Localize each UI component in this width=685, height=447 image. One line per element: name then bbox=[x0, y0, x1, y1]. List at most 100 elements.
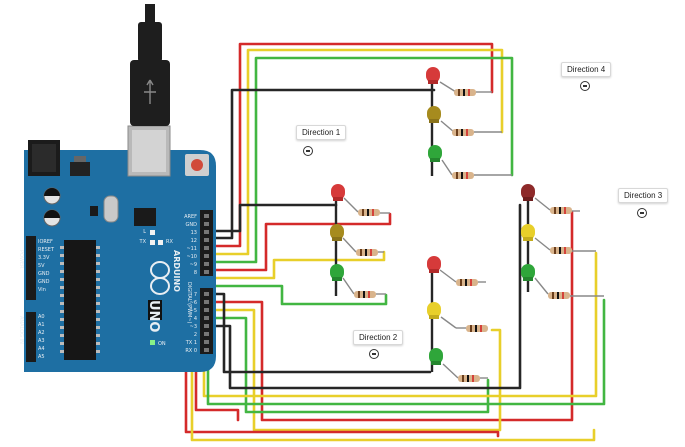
traffic-light-direction-2[interactable] bbox=[427, 256, 488, 382]
led-yellow[interactable] bbox=[427, 106, 441, 123]
capacitor-top bbox=[44, 188, 60, 196]
digital-label: DIGITAL (PWM~) bbox=[186, 282, 192, 324]
wire-red[interactable] bbox=[211, 210, 574, 422]
resistor[interactable] bbox=[354, 291, 376, 298]
resistor[interactable] bbox=[454, 89, 476, 96]
direction-2-label: Direction 2 bbox=[353, 330, 404, 345]
wire-green[interactable] bbox=[211, 56, 514, 264]
wire-yellow[interactable] bbox=[190, 324, 596, 442]
resistor[interactable] bbox=[452, 172, 474, 179]
status-led-rx bbox=[158, 240, 163, 245]
pin-label: GND bbox=[38, 279, 50, 285]
wire-green[interactable] bbox=[211, 316, 490, 414]
led-yellow[interactable] bbox=[330, 224, 344, 241]
pin-label: 8 bbox=[194, 270, 197, 276]
led-green[interactable] bbox=[429, 348, 443, 365]
resistor[interactable] bbox=[356, 249, 378, 256]
direction-3-label: Direction 3 bbox=[618, 188, 669, 203]
pin-label: RX 0 bbox=[185, 348, 197, 354]
voltage-regulator bbox=[70, 162, 90, 176]
top-pin-labels: AREF GND 13 12 ~11 ~10 ~9 8 bbox=[184, 214, 197, 276]
pin-label: AREF bbox=[184, 214, 197, 220]
wire-black[interactable] bbox=[211, 88, 436, 240]
capacitor-top bbox=[44, 210, 60, 218]
led-red[interactable] bbox=[331, 184, 345, 201]
led-green[interactable] bbox=[330, 264, 344, 281]
pin-label: RESET bbox=[38, 247, 55, 253]
resistor[interactable] bbox=[456, 279, 478, 286]
status-led-on bbox=[150, 340, 155, 345]
traffic-light-direction-1[interactable] bbox=[330, 184, 390, 298]
direction-4-minus-icon[interactable] bbox=[580, 81, 590, 91]
status-led-tx bbox=[150, 240, 155, 245]
usb-symbol-icon bbox=[144, 79, 156, 104]
power-jack-inner bbox=[32, 144, 56, 172]
resistor[interactable] bbox=[358, 209, 380, 216]
resistor[interactable] bbox=[466, 325, 488, 332]
smd-chip bbox=[134, 208, 156, 226]
pin-label: A0 bbox=[38, 314, 45, 320]
wire-green[interactable] bbox=[211, 284, 388, 306]
wire-yellow[interactable] bbox=[211, 48, 504, 256]
direction-1-label: Direction 1 bbox=[296, 125, 347, 140]
wire-green[interactable] bbox=[206, 298, 606, 406]
wire-black[interactable] bbox=[211, 203, 338, 233]
status-led-l bbox=[150, 230, 155, 235]
resistor[interactable] bbox=[452, 129, 474, 136]
reset-button-cap[interactable] bbox=[191, 159, 203, 171]
icsp-header bbox=[148, 300, 162, 320]
pin-label: ~6 bbox=[190, 300, 197, 306]
digital-header-bottom bbox=[200, 288, 213, 354]
arduino-logo: ARDUINO UNO bbox=[146, 250, 181, 333]
usb-cable-wire bbox=[145, 4, 155, 24]
pin-label: A5 bbox=[38, 354, 45, 360]
direction-2-minus-icon[interactable] bbox=[369, 349, 379, 359]
pin-label: 4 bbox=[194, 316, 197, 322]
pin-label: ~5 bbox=[190, 308, 197, 314]
resistor[interactable] bbox=[550, 207, 572, 214]
header-holes bbox=[204, 292, 209, 352]
pin-label: 13 bbox=[191, 230, 197, 236]
header-holes bbox=[204, 214, 209, 274]
resistor[interactable] bbox=[548, 292, 570, 299]
led-green[interactable] bbox=[428, 145, 442, 162]
direction-3-minus-icon[interactable] bbox=[637, 208, 647, 218]
direction-1-minus-icon[interactable] bbox=[303, 146, 313, 156]
led-green[interactable] bbox=[521, 264, 535, 281]
led-yellow[interactable] bbox=[521, 224, 535, 241]
resistor[interactable] bbox=[550, 247, 572, 254]
wires bbox=[184, 42, 606, 442]
wire-red[interactable] bbox=[211, 42, 494, 248]
arduino-uno-board[interactable]: AREF GND 13 12 ~11 ~10 ~9 8 7 ~6 ~5 4 ~3… bbox=[18, 4, 216, 372]
traffic-light-direction-4[interactable] bbox=[426, 67, 512, 179]
analog-header bbox=[26, 312, 36, 362]
wire-yellow[interactable] bbox=[211, 308, 502, 432]
wire-black[interactable] bbox=[211, 203, 522, 390]
wire-black[interactable] bbox=[211, 292, 432, 374]
pin-label: A3 bbox=[38, 338, 45, 344]
led-yellow[interactable] bbox=[427, 302, 441, 319]
led-red[interactable] bbox=[521, 184, 535, 201]
brand-text: ARDUINO bbox=[172, 250, 181, 292]
usb-connector-inner bbox=[132, 130, 166, 172]
pin-label: A1 bbox=[38, 322, 45, 328]
model-text: UNO bbox=[146, 300, 161, 333]
digital-header-top bbox=[200, 210, 213, 276]
bottom-pin-labels: 7 ~6 ~5 4 ~3 2 TX 1 RX 0 bbox=[185, 292, 197, 354]
pin-label: 2 bbox=[194, 332, 197, 338]
pin-label: ~10 bbox=[186, 254, 197, 260]
atmega-chip bbox=[64, 240, 96, 360]
pin-label: TX 1 bbox=[185, 340, 197, 346]
resistor[interactable] bbox=[458, 375, 480, 382]
traffic-light-direction-3[interactable] bbox=[521, 184, 604, 299]
wire-yellow[interactable] bbox=[211, 250, 386, 280]
pin-label: ~9 bbox=[190, 262, 197, 268]
pin-label: IOREF bbox=[38, 239, 53, 245]
led-red[interactable] bbox=[427, 256, 441, 273]
wire-red[interactable] bbox=[211, 212, 392, 272]
led-red[interactable] bbox=[426, 67, 440, 84]
pin-label: A4 bbox=[38, 346, 45, 352]
wire-red[interactable] bbox=[184, 318, 500, 438]
power-pin-labels: IOREF RESET 3.3V 5V GND GND Vin bbox=[38, 239, 55, 293]
